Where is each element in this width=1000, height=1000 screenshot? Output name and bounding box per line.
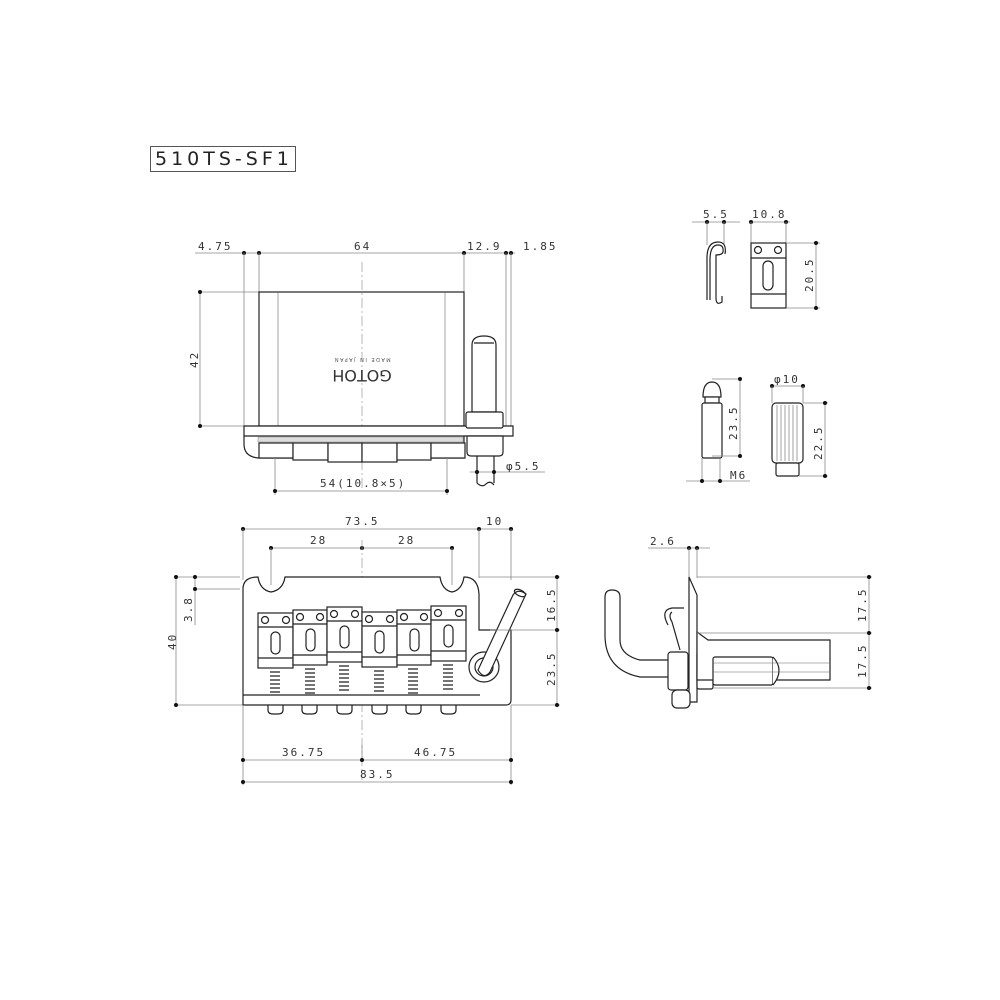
screw-part: 23.5 M6 bbox=[686, 377, 750, 483]
springs bbox=[270, 664, 453, 694]
dim-left-offset: 4.75 bbox=[198, 240, 233, 253]
dim-right-span: 46.75 bbox=[414, 746, 457, 759]
bushing-part: φ10 22.5 bbox=[770, 373, 828, 478]
dim-screw-left: 28 bbox=[310, 534, 327, 547]
dim-tail: 1.85 bbox=[523, 240, 558, 253]
dim-arm-diameter: φ5.5 bbox=[506, 460, 541, 473]
front-view: 73.5 10 28 28 3.8 40 bbox=[166, 515, 560, 785]
dim-saddle-span: 54(10.8×5) bbox=[320, 477, 406, 490]
dim-plate-width: 64 bbox=[354, 240, 371, 253]
dim-saddle-height: 20.5 bbox=[803, 258, 816, 293]
side-view: 2.6 17.5 17 bbox=[604, 535, 872, 709]
dim-screw-right: 28 bbox=[398, 534, 415, 547]
dim-right-offset: 12.9 bbox=[467, 240, 502, 253]
dim-lower-height: 23.5 bbox=[545, 652, 558, 687]
dim-bushing-length: 22.5 bbox=[812, 426, 825, 461]
gotoh-logo: GOTOH bbox=[332, 366, 391, 385]
spring-hook-part: 5.5 bbox=[692, 208, 740, 304]
saddle-part: 10.8 20.5 bbox=[749, 208, 820, 310]
dim-saddle-width: 10.8 bbox=[752, 208, 787, 221]
dim-hook-width: 5.5 bbox=[703, 208, 729, 221]
dim-side-upper: 17.5 bbox=[856, 588, 869, 623]
saddles bbox=[257, 605, 467, 669]
dim-screw-length: 23.5 bbox=[727, 406, 740, 441]
dim-upper-height: 16.5 bbox=[545, 588, 558, 623]
dim-left-span: 36.75 bbox=[282, 746, 325, 759]
dim-overall-bottom: 83.5 bbox=[360, 768, 395, 781]
dim-bushing-diameter: φ10 bbox=[774, 373, 800, 386]
model-title: 510TS-SF1 bbox=[150, 146, 296, 172]
top-view: 4.75 64 12.9 1.85 42 GOTOH MADE IN JAPAN bbox=[188, 240, 558, 495]
dim-arm-offset: 10 bbox=[486, 515, 503, 528]
dim-total-height: 40 bbox=[166, 633, 179, 650]
dim-height: 42 bbox=[188, 351, 201, 368]
dim-notch: 3.8 bbox=[182, 596, 195, 622]
dim-overall-top: 73.5 bbox=[345, 515, 380, 528]
dim-screw-thread: M6 bbox=[730, 469, 747, 482]
dim-plate-thickness: 2.6 bbox=[650, 535, 676, 548]
made-in-japan: MADE IN JAPAN bbox=[333, 356, 390, 362]
dim-side-lower: 17.5 bbox=[856, 644, 869, 679]
